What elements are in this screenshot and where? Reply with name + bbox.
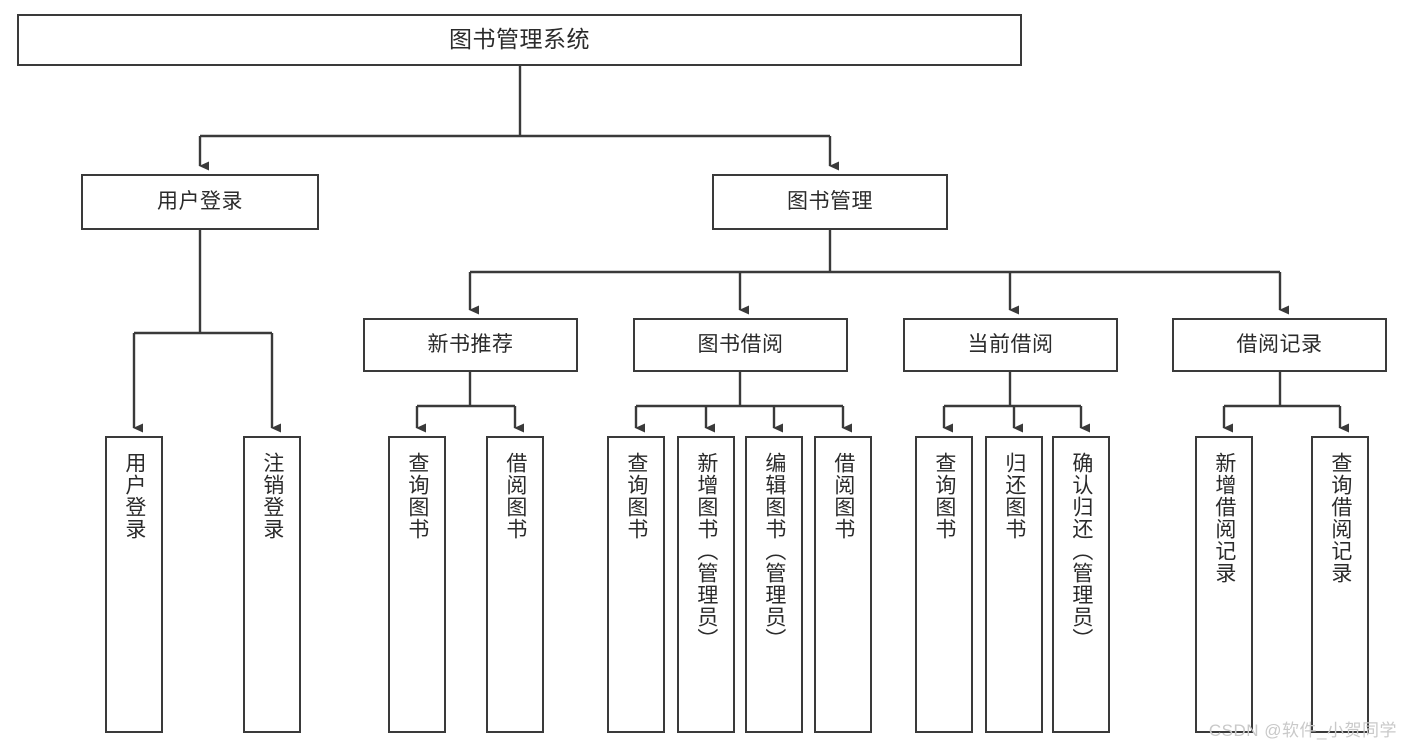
edge-currentborrow-to-leaves — [942, 372, 1091, 433]
node-root[interactable]: 图书管理系统 — [17, 14, 1022, 66]
node-leaf-user-logout-label: 注销登录 — [260, 452, 284, 540]
node-new-book-rec-label: 新书推荐 — [427, 333, 514, 357]
node-leaf-query-book-rec-label: 查询图书 — [405, 452, 429, 540]
node-leaf-edit-book[interactable]: 编辑图书（管理员） — [745, 436, 803, 733]
node-user-login[interactable]: 用户登录 — [81, 174, 319, 230]
node-current-borrow[interactable]: 当前借阅 — [903, 318, 1118, 372]
node-leaf-borrow-book-rec[interactable]: 借阅图书 — [486, 436, 544, 733]
node-leaf-add-record-label: 新增借阅记录 — [1212, 452, 1236, 584]
node-leaf-add-book[interactable]: 新增图书（管理员） — [677, 436, 735, 733]
node-leaf-add-book-label: 新增图书（管理员） — [694, 452, 718, 650]
edge-newbookrec-to-leaves — [415, 372, 525, 433]
node-leaf-query-book-borrow[interactable]: 查询图书 — [607, 436, 665, 733]
csdn-watermark: CSDN @软件_小贺同学 — [1208, 721, 1397, 740]
node-leaf-return-book[interactable]: 归还图书 — [985, 436, 1043, 733]
node-borrow-record-label: 借阅记录 — [1236, 333, 1323, 357]
node-new-book-rec[interactable]: 新书推荐 — [363, 318, 578, 372]
node-leaf-add-record[interactable]: 新增借阅记录 — [1195, 436, 1253, 733]
node-leaf-query-record[interactable]: 查询借阅记录 — [1311, 436, 1369, 733]
node-leaf-return-book-label: 归还图书 — [1002, 452, 1026, 540]
node-leaf-query-book-borrow-label: 查询图书 — [624, 452, 648, 540]
node-root-label: 图书管理系统 — [449, 26, 590, 53]
edge-bookmanage-to-level3 — [468, 230, 1290, 315]
node-leaf-borrow-book-rec-label: 借阅图书 — [503, 452, 527, 540]
edge-bookborrow-to-leaves — [634, 372, 853, 433]
node-leaf-query-book-current[interactable]: 查询图书 — [915, 436, 973, 733]
node-leaf-query-record-label: 查询借阅记录 — [1328, 452, 1352, 584]
node-book-manage[interactable]: 图书管理 — [712, 174, 948, 230]
node-borrow-record[interactable]: 借阅记录 — [1172, 318, 1387, 372]
node-leaf-confirm-return-label: 确认归还（管理员） — [1069, 452, 1093, 650]
edge-userlogin-to-leaves — [132, 230, 282, 433]
edge-root-to-level2 — [198, 66, 840, 171]
node-book-borrow-label: 图书借阅 — [697, 333, 784, 357]
node-book-borrow[interactable]: 图书借阅 — [633, 318, 848, 372]
edge-borrowrecord-to-leaves — [1222, 372, 1350, 433]
node-leaf-user-login[interactable]: 用户登录 — [105, 436, 163, 733]
node-leaf-edit-book-label: 编辑图书（管理员） — [762, 452, 786, 650]
node-leaf-query-book-rec[interactable]: 查询图书 — [388, 436, 446, 733]
node-book-manage-label: 图书管理 — [787, 190, 873, 214]
node-leaf-borrow-book-label: 借阅图书 — [831, 452, 855, 540]
node-leaf-user-logout[interactable]: 注销登录 — [243, 436, 301, 733]
node-leaf-user-login-label: 用户登录 — [122, 452, 146, 540]
node-leaf-confirm-return[interactable]: 确认归还（管理员） — [1052, 436, 1110, 733]
node-leaf-borrow-book[interactable]: 借阅图书 — [814, 436, 872, 733]
node-current-borrow-label: 当前借阅 — [967, 333, 1054, 357]
node-user-login-label: 用户登录 — [157, 190, 243, 214]
node-leaf-query-book-current-label: 查询图书 — [932, 452, 956, 540]
